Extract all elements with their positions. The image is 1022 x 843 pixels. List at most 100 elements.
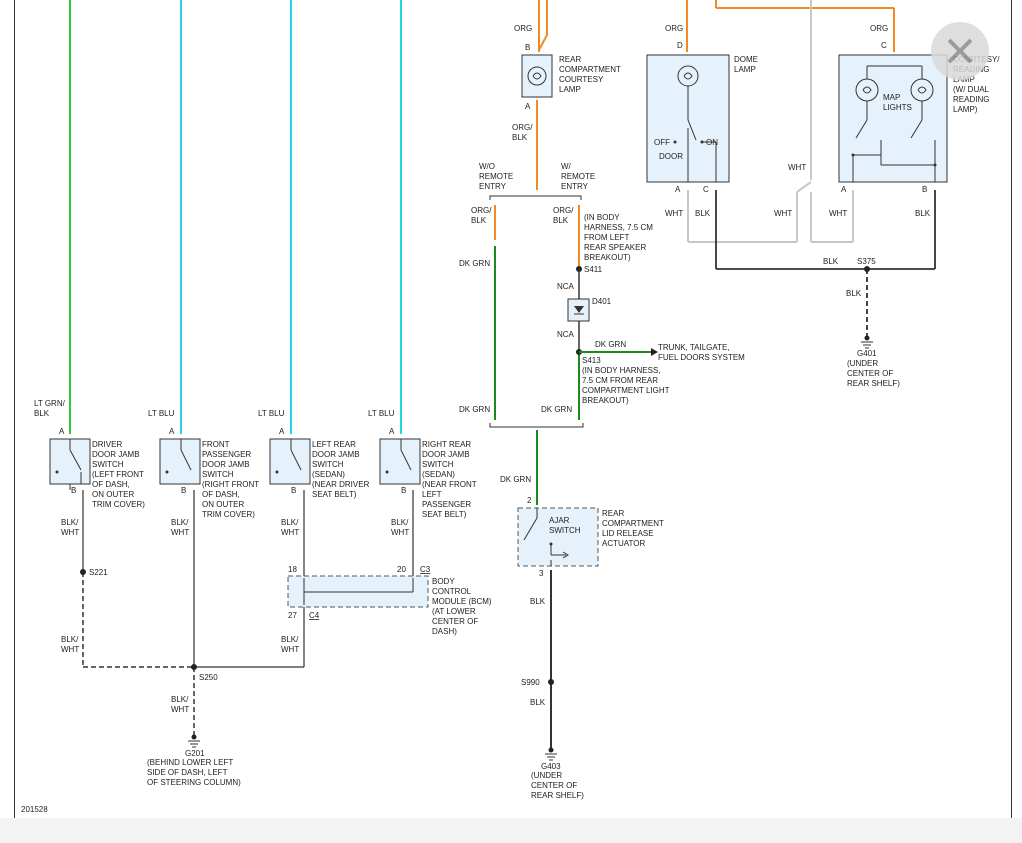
svg-text:B: B [181,486,186,495]
diagram-frame: LT GRN/BLK LT BLU LT BLU LT BLU A B A B … [14,0,1012,819]
wire-label: BLK [695,209,711,218]
svg-text:C: C [881,41,887,50]
option-brace [489,195,582,200]
svg-text:A: A [59,427,65,436]
bottom-strip [0,818,1022,843]
svg-text:DOOR: DOOR [659,152,683,161]
wire-org [538,34,548,51]
svg-text:C3: C3 [420,565,431,574]
arrow-icon [651,348,658,356]
dome-lamp: D A C OFF ON DOOR [646,41,730,194]
splice-label: S990 [521,678,540,687]
svg-text:B: B [525,43,530,52]
wire-label: NCA [557,282,575,291]
wire-label: DK GRN [541,405,572,414]
svg-text:A: A [841,185,847,194]
wire-label: BLK/WHT [281,518,299,537]
door-jamb-switch-front-passenger: A B [159,427,201,495]
wire-label: BLK [530,698,546,707]
ground-g401 [861,335,873,349]
svg-text:18: 18 [288,565,297,574]
splice-label: S221 [89,568,108,577]
merge-brace [489,423,584,428]
ground-label: G201 [185,749,205,758]
wire-label: ORG [870,24,888,33]
wire-label: WHT [788,163,806,172]
wire-label: BLK/WHT [61,635,79,654]
splice-s221 [80,569,86,575]
svg-text:ON: ON [706,138,718,147]
wire-label: WHT [665,209,683,218]
wire-label: ORG [514,24,532,33]
svg-text:B: B [922,185,927,194]
wire-label: DK GRN [459,405,490,414]
svg-text:D: D [677,41,683,50]
door-jamb-switch-right-rear: A B [379,427,421,495]
svg-text:C: C [703,185,709,194]
wire-label: ORG [665,24,683,33]
door-jamb-switch-left-rear: A B [269,427,311,495]
wire-label: BLK/WHT [171,695,189,714]
wire-label: DK GRN [595,340,626,349]
svg-text:3: 3 [539,569,544,578]
splice-label: S413 [582,356,601,365]
wire-wht [796,181,812,193]
splice-label: S250 [199,673,218,682]
rear-compartment-courtesy-lamp: B A [521,43,553,111]
svg-text:20: 20 [397,565,406,574]
splice-label: S375 [857,257,876,266]
wire-label: BLK/WHT [391,518,409,537]
wire-label: ORG/BLK [471,206,492,225]
wire-label: WHT [774,209,792,218]
ground-label: G401 [857,349,877,358]
wire-label: BLK [823,257,839,266]
wire-label: WHT [829,209,847,218]
svg-text:B: B [401,486,406,495]
splice-label: S411 [584,265,603,274]
close-button[interactable] [931,22,989,80]
wire-label: BLK [530,597,546,606]
wire-label: ORG/BLK [553,206,574,225]
splice-s990 [548,679,554,685]
svg-text:OFF: OFF [654,138,670,147]
svg-text:A: A [525,102,531,111]
wire-label: LT BLU [258,409,285,418]
svg-text:C4: C4 [309,611,320,620]
wire-label: LT BLU [148,409,175,418]
ground-g403 [545,747,557,761]
diagram-id: 201528 [21,805,48,814]
wire-label: BLK [846,289,862,298]
wire-label: BLK/WHT [281,635,299,654]
svg-text:A: A [279,427,285,436]
svg-text:B: B [291,486,296,495]
wire-label: BLK [915,209,931,218]
wire-label: LT BLU [368,409,395,418]
ground-g201 [188,734,200,748]
svg-text:A: A [169,427,175,436]
body-control-module: 18 20 C3 27 C4 [287,565,431,620]
svg-text:A: A [675,185,681,194]
wire-label: ORG/BLK [512,123,533,142]
close-x-icon [947,38,973,64]
svg-text:27: 27 [288,611,297,620]
ground-label: G403 [541,762,561,771]
diode-d401 [567,298,590,322]
